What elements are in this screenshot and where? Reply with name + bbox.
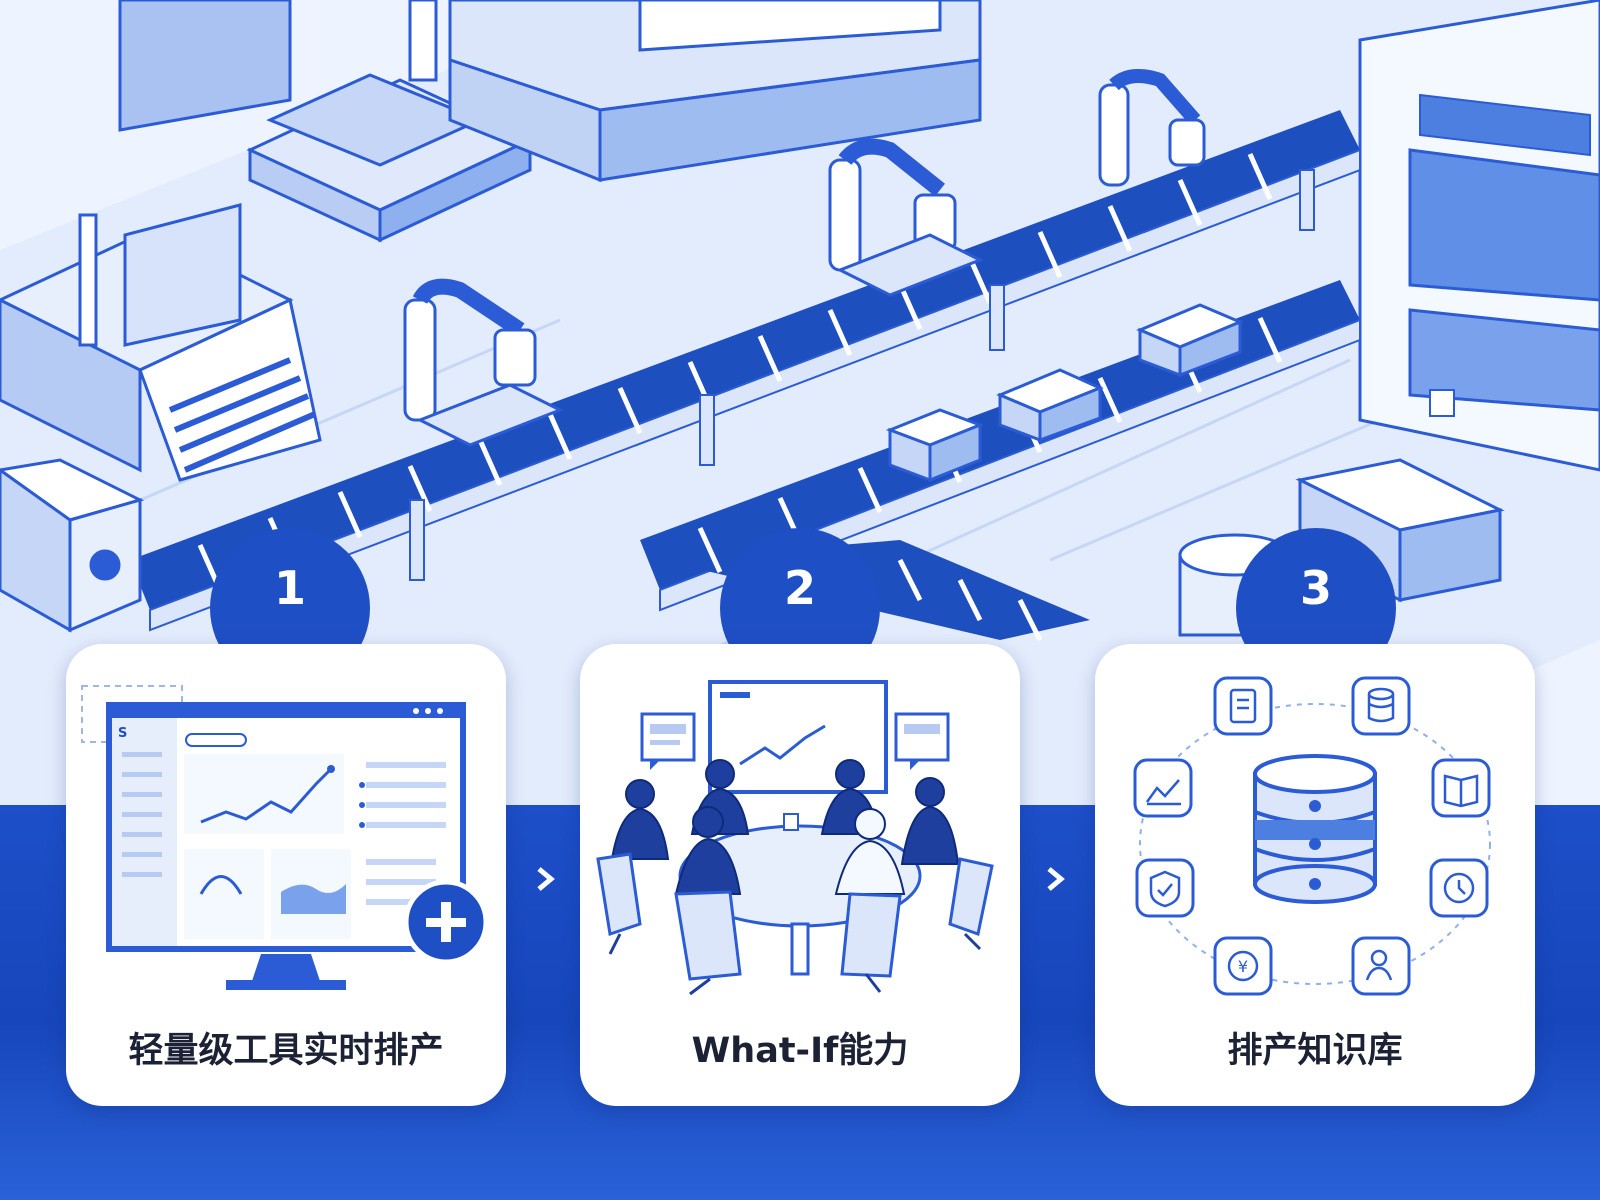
step-card-2: What-If能力 [580,644,1020,1106]
left-machine [0,203,322,482]
line-chart-icon [200,767,333,824]
step-title-2: What-If能力 [691,1031,909,1071]
step-card-1: S 轻量级工具实时排产 [66,644,506,1106]
line-chart-icon [1133,758,1193,818]
upper-conveyor [130,110,1361,632]
monitor-dashboard-icon: S [81,685,489,990]
cargo-boxes [885,303,1244,483]
step-card-3: ¥ 排产知识库 [1095,644,1535,1106]
office-building [1358,0,1600,472]
control-building [448,0,982,183]
document-icon [1213,676,1273,736]
robot-arm-1 [403,278,564,447]
shield-check-icon [1135,858,1195,918]
yen-icon [1213,936,1273,996]
storage-tank [1178,458,1505,637]
knowledge-base-graphic: ¥ [1133,676,1491,996]
database-icon [1253,754,1377,904]
press-machine [118,0,534,243]
svg-text:¥: ¥ [1238,957,1248,976]
chevron-right-icon [1047,867,1065,891]
bottom-left-machine [0,458,145,633]
robot-arm-2 [828,138,984,297]
chevron-right-icon [537,867,555,891]
app-logo: S [118,726,127,741]
step-title-1: 轻量级工具实时排产 [128,1031,444,1071]
robot-arm-3 [1098,69,1206,187]
chat-bubble-icon [640,712,696,770]
step-title-3: 排产知识库 [1227,1031,1403,1071]
meeting-team-icon [596,680,994,996]
plus-icon [403,879,489,965]
